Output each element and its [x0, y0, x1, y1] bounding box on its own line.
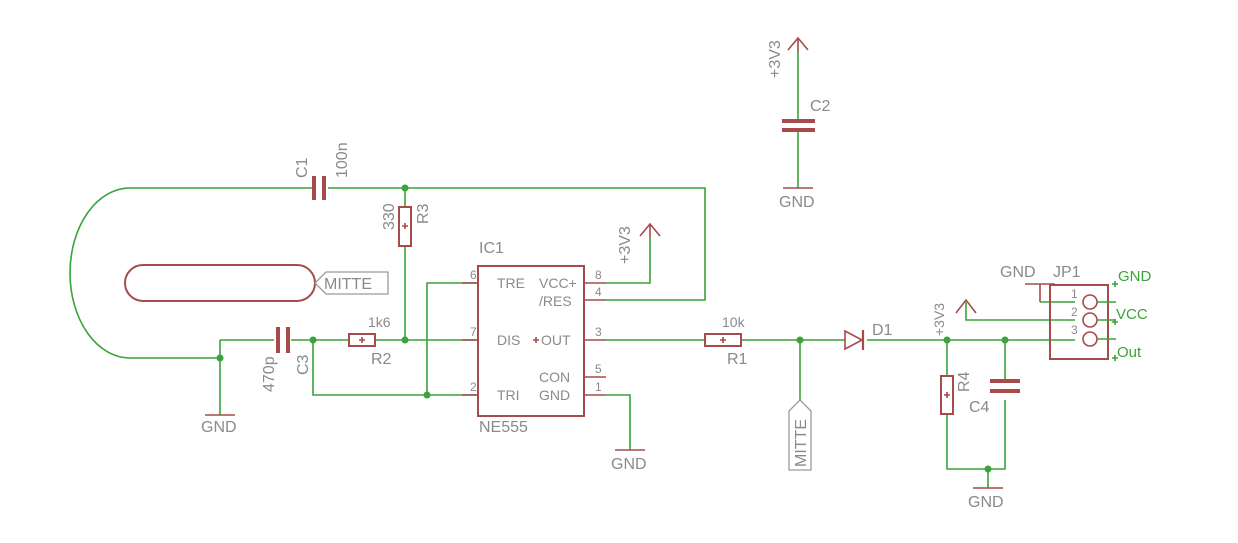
jp1-name: JP1 [1053, 264, 1081, 281]
resistor-r1: 10k R1 [704, 314, 748, 368]
gnd-c2-label: GND [779, 194, 815, 211]
ic1-name: IC1 [479, 240, 504, 257]
diode-d1: D1 [844, 322, 893, 351]
junction-dot [401, 336, 409, 344]
r4-name: R4 [956, 371, 973, 392]
capacitor-c1: C1 100n [294, 142, 351, 200]
supply-3v3-ic: +3V3 [617, 222, 661, 264]
junction-dot [796, 336, 804, 344]
mitte-electrode: MITTE [124, 264, 389, 302]
mitte-label-left: MITTE [324, 276, 372, 293]
gnd-left: GND [201, 414, 237, 436]
c3-name: C3 [295, 354, 312, 375]
junctions [216, 184, 1009, 473]
gnd-jp1-label: GND [1000, 264, 1036, 281]
supply-3v3-ic-label: +3V3 [617, 226, 634, 264]
junction-dot [216, 354, 224, 362]
net-3v3-label: +3V3 [931, 303, 947, 336]
junction-dot [1001, 336, 1009, 344]
resistor-r2: 1k6 R2 [348, 314, 392, 368]
gnd-left-label: GND [201, 419, 237, 436]
capacitor-c4: C4 [969, 379, 1020, 416]
jp1-pin-2-num: 2 [1071, 305, 1078, 319]
ic1-pin-tre-label: TRE [497, 275, 525, 291]
c1-name: C1 [294, 157, 311, 178]
junction-dot [309, 336, 317, 344]
supply-3v3-top-label: +3V3 [767, 40, 784, 78]
r2-value: 1k6 [368, 314, 391, 330]
c2-name: C2 [810, 98, 831, 115]
ic1-pin-out-label: OUT [541, 332, 571, 348]
ic1-pin-2-num: 2 [470, 380, 477, 394]
gnd-bottom-right-label: GND [968, 494, 1004, 511]
gnd-ic: GND [611, 449, 647, 473]
connector-jp1: JP1 1 2 3 GND VCC Out [1049, 264, 1152, 361]
ic1-pin-3-num: 3 [595, 325, 602, 339]
wires [69, 52, 1075, 488]
junction-dot [401, 184, 409, 192]
gnd-ic-label: GND [611, 456, 647, 473]
jp1-pin-1-num: 1 [1071, 287, 1078, 301]
r3-name: R3 [415, 203, 432, 224]
r1-value: 10k [722, 314, 746, 330]
ic1-pin-dis-label: DIS [497, 332, 520, 348]
jp1-out-label: Out [1117, 344, 1142, 361]
ic1-pin-gnd-label: GND [539, 387, 570, 403]
ic1-pin-5-num: 5 [595, 362, 602, 376]
gnd-bottom-right: GND [968, 487, 1004, 511]
c3-value: 470p [261, 356, 278, 392]
ic1-value: NE555 [479, 419, 528, 436]
ic1-pin-1-num: 1 [595, 380, 602, 394]
c1-value: 100n [334, 142, 351, 178]
ic1-pin-7-num: 7 [470, 325, 477, 339]
r2-name: R2 [371, 351, 392, 368]
capacitor-c2: +3V3 C2 [767, 36, 831, 132]
gnd-jp1: GND [1000, 264, 1055, 302]
d1-name: D1 [872, 322, 893, 339]
ic1-ne555: IC1 NE555 TRE DIS TRI VCC+ /RES OUT CON … [462, 240, 606, 436]
ic1-pin-vcc-label: VCC+ [539, 275, 577, 291]
ic1-pin-res-label: /RES [539, 293, 572, 309]
gnd-c2: GND [779, 187, 815, 211]
resistor-r3: 330 R3 [381, 203, 432, 247]
mitte-net-label-left [314, 271, 389, 295]
resistor-r4: R4 [940, 371, 973, 415]
junction-dot [943, 336, 951, 344]
ic1-pin-4-num: 4 [595, 285, 602, 299]
r1-name: R1 [727, 351, 748, 368]
mitte-net-vertical: MITTE [788, 399, 812, 471]
c4-name: C4 [969, 399, 990, 416]
jp1-pin-3-num: 3 [1071, 323, 1078, 337]
junction-dot [984, 465, 992, 473]
r3-value: 330 [381, 203, 398, 230]
jp1-gnd-label: GND [1118, 268, 1152, 285]
ic1-pin-con-label: CON [539, 369, 570, 385]
ic1-pin-6-num: 6 [470, 268, 477, 282]
mitte-label-bottom: MITTE [793, 419, 810, 467]
jp1-vcc-label: VCC [1116, 306, 1148, 323]
ic1-pin-8-num: 8 [595, 268, 602, 282]
junction-dot [423, 391, 431, 399]
ic1-pin-tri-label: TRI [497, 387, 520, 403]
capacitor-c3: 470p C3 [261, 327, 312, 392]
